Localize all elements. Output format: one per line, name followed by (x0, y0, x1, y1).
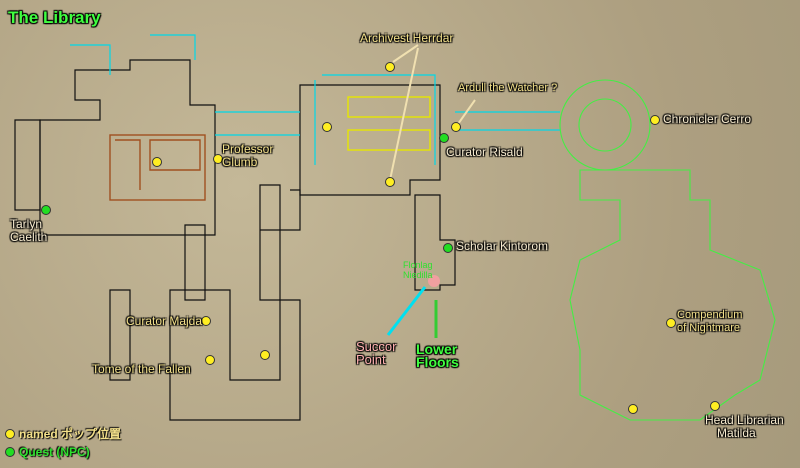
label-line: Floors (416, 354, 459, 370)
label-line: Matilda (717, 426, 756, 440)
label-line: Glumb (222, 155, 258, 169)
named-spawn-icon[interactable] (385, 177, 395, 187)
named-spawn-icon[interactable] (260, 350, 270, 360)
named-spawn-icon[interactable] (205, 355, 215, 365)
npc-label-curator-risald: Curator Risald (446, 145, 523, 159)
npc-label-chronicler-cerro: Chronicler Cerro (663, 112, 752, 126)
quest-npc-icon[interactable] (439, 133, 449, 143)
named-spawn-icon[interactable] (650, 115, 660, 125)
label-line: Compendium (677, 309, 743, 321)
succor-point-marker (428, 275, 440, 287)
label-line: Point (356, 352, 386, 367)
label-line: Professor (222, 142, 274, 156)
named-spawn-icon[interactable] (666, 318, 676, 328)
label-line: Head Librarian (705, 413, 784, 427)
named-spawn-icon[interactable] (201, 316, 211, 326)
label-line: Flonlag (403, 260, 433, 270)
named-spawn-icon[interactable] (322, 122, 332, 132)
legend-quest: Quest (NPC) (5, 445, 90, 459)
named-spawn-icon[interactable] (451, 122, 461, 132)
label-line: of Nightmare (677, 322, 740, 334)
npc-label-scholar-kintorom: Scholar Kintorom (456, 239, 549, 253)
named-spawn-icon[interactable] (628, 404, 638, 414)
label-line: Niedilla (403, 270, 433, 280)
legend-label: named ポップ位置 (19, 427, 122, 441)
named-spawn-icon[interactable] (385, 62, 395, 72)
label-line: Lower (416, 341, 458, 357)
label-line: Tarlyn (10, 217, 43, 231)
legend-label: Quest (NPC) (19, 445, 90, 459)
npc-label-curator-majda: Curator Majda (126, 314, 203, 328)
label-line: Caelith (10, 230, 48, 244)
named-spawn-icon[interactable] (213, 154, 223, 164)
quest-npc-icon[interactable] (443, 243, 453, 253)
named-spawn-icon[interactable] (152, 157, 162, 167)
map-title: The Library (8, 8, 101, 27)
green-dot-icon (5, 447, 15, 457)
label-line: Succor (356, 339, 397, 354)
npc-label-archivest-herrdar: Archivest Herrdar (360, 31, 454, 45)
named-spawn-icon[interactable] (710, 401, 720, 411)
npc-label-ardull: Ardull the Watcher ? (458, 82, 558, 94)
npc-label-tome-of-the-fallen: Tome of the Fallen (92, 362, 191, 376)
legend-named: named ポップ位置 (5, 425, 121, 442)
yellow-dot-icon (5, 429, 15, 439)
quest-npc-icon[interactable] (41, 205, 51, 215)
